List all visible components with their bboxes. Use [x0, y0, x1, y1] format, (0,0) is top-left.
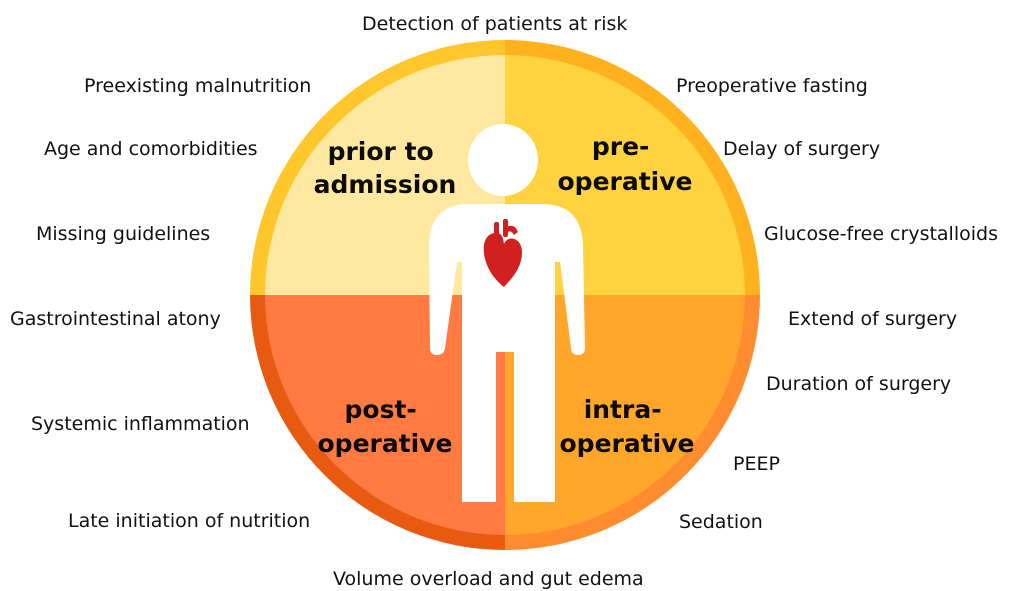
risk-factor-left: Preexisting malnutrition [84, 75, 312, 97]
quadrant-title-post: post- operative [318, 395, 453, 458]
quadrant-title-post-line1: post- [345, 395, 417, 424]
quadrant-title-pre: pre- operative [558, 132, 693, 196]
risk-factor-left: Age and comorbidities [44, 138, 258, 160]
risk-factor-top: Detection of patients at risk [362, 13, 628, 35]
quadrant-title-intra: intra- operative [560, 395, 695, 458]
heart-icon [483, 219, 522, 287]
quadrant-title-prior-line2: admission [314, 170, 457, 199]
risk-factor-right: Preoperative fasting [676, 75, 868, 97]
risk-factor-left: Missing guidelines [36, 223, 211, 245]
risk-factor-right: Duration of surgery [766, 373, 952, 395]
quadrant-title-prior-line1: prior to [328, 137, 434, 166]
risk-factor-bottom: Volume overload and gut edema [333, 568, 644, 590]
quadrant-post-operative [265, 295, 505, 535]
risk-factor-right: Sedation [679, 511, 763, 533]
quadrant-title-post-line2: operative [318, 429, 453, 458]
risk-factor-left: Systemic inflammation [31, 413, 250, 435]
risk-factor-right: Delay of surgery [723, 138, 881, 160]
human-figure-icon [429, 124, 585, 502]
risk-factor-right: Extend of surgery [788, 308, 958, 330]
risk-factor-right: PEEP [733, 453, 780, 475]
quadrant-title-intra-line2: operative [560, 429, 695, 458]
risk-factor-right: Glucose-free crystalloids [764, 223, 998, 245]
quadrant-title-intra-line1: intra- [584, 395, 662, 424]
quadrant-intra-operative [505, 295, 745, 535]
quadrant-title-prior: prior to admission [314, 137, 457, 199]
quadrant-title-pre-line2: operative [558, 167, 693, 196]
risk-factor-left: Gastrointestinal atony [10, 308, 221, 330]
risk-factor-left: Late initiation of nutrition [68, 510, 311, 532]
quadrant-title-pre-line1: pre- [592, 132, 650, 161]
